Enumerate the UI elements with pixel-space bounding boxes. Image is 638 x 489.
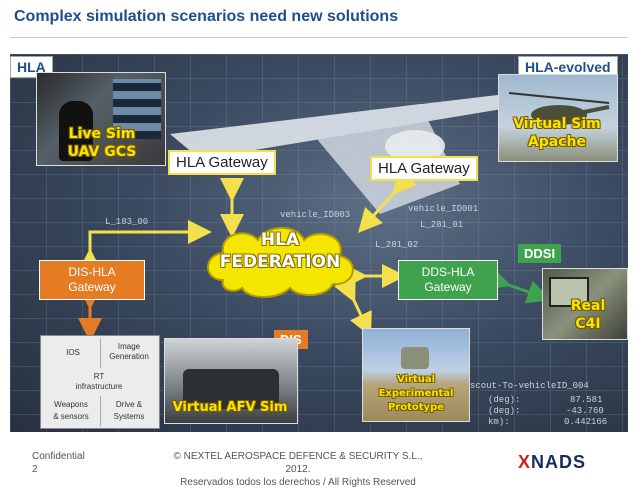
scenario-scene: vehicle_ID003 vehicle_ID001 L_281_01 L_2…: [10, 54, 628, 432]
footer-copyright: © NEXTEL AEROSPACE DEFENCE & SECURITY S.…: [173, 451, 423, 475]
virtual-exp-label-line2: Experimental: [378, 388, 454, 399]
dds-hla-gateway-line1: DDS-HLA: [421, 265, 475, 279]
arch-image-gen-line2: Generation: [109, 352, 149, 361]
dis-hla-gateway-line2: Gateway: [68, 280, 116, 294]
hud-vehicle-a: vehicle_ID003: [280, 210, 351, 220]
arrow-prototype: [334, 276, 372, 337]
title-rule: [10, 37, 628, 38]
dis-hla-gateway: DIS-HLA Gateway: [39, 260, 145, 300]
hud-km-val: 0.442166: [564, 417, 608, 427]
arrow-dis-gateway: [78, 220, 212, 272]
footer-left: Confidential 2: [32, 450, 85, 476]
hud-vehicle-b: vehicle_ID001: [408, 204, 479, 214]
virtual-exp-label-line3: Prototype: [387, 402, 445, 413]
hud-deg1-val: 87.581: [570, 395, 603, 405]
tag-ddsi: DDSI: [518, 244, 562, 263]
arch-weapons-line1: Weapons: [54, 400, 88, 409]
monitor-wall: [113, 79, 161, 139]
arch-rt-line2: infrastructure: [75, 382, 123, 391]
c4i-screen: [549, 277, 589, 307]
apache-photo: [498, 74, 618, 162]
hla-federation-cloud: [207, 227, 354, 298]
virtual-sim-label-line1: Virtual Sim: [513, 116, 601, 132]
footer-center: © NEXTEL AEROSPACE DEFENCE & SECURITY S.…: [168, 450, 428, 489]
hud-l281-01: L_281_01: [420, 220, 464, 230]
live-sim-label-line2: UAV GCS: [67, 144, 137, 160]
arrow-right-gateway: [357, 169, 417, 233]
hud-scout: scout-To-vehicleID_004: [470, 381, 589, 391]
hud-l281-02: L_281_02: [375, 240, 419, 250]
hud-deg1-label: (deg):: [488, 395, 521, 405]
hud-km-label: km):: [488, 417, 510, 427]
logo-x: X: [518, 452, 532, 472]
dds-hla-gateway-line2: Gateway: [424, 280, 472, 294]
footer-page-number: 2: [32, 464, 38, 475]
dds-hla-gateway: DDS-HLA Gateway: [398, 260, 498, 300]
arch-ios: IOS: [66, 348, 80, 357]
hla-gateway-right: HLA Gateway: [370, 156, 478, 181]
arch-weapons-line2: & sensors: [53, 412, 89, 421]
arch-drive-line2: Systems: [113, 412, 145, 421]
virtual-afv-label: Virtual AFV Sim: [172, 400, 288, 415]
operator-figure: [59, 101, 93, 161]
real-c4i-label-line1: Real: [570, 298, 606, 314]
virtual-sim-label-line2: Apache: [527, 134, 587, 150]
architecture-box: IOS Image Generation RT infrastructure W…: [40, 335, 160, 429]
prototype-radar: [401, 347, 429, 369]
federation-label-line2: FEDERATION: [219, 252, 341, 272]
slide-title: Complex simulation scenarios need new so…: [14, 8, 399, 25]
virtual-exp-label-line1: Virtual: [397, 374, 435, 385]
arch-image-gen-line1: Image: [117, 342, 141, 351]
company-logo: XNADS: [518, 452, 586, 473]
footer-confidential: Confidential: [32, 451, 85, 462]
live-sim-photo: [36, 72, 166, 166]
arch-drive-line1: Drive &: [115, 400, 143, 409]
live-sim-label-line1: Live Sim: [68, 126, 136, 142]
c4i-photo: [542, 268, 628, 340]
afv-photo: [164, 338, 298, 424]
prototype-photo: [362, 328, 470, 422]
arrow-c4i: [484, 266, 552, 304]
afv-cockpit: [183, 369, 279, 409]
real-c4i-label-line2: C4I: [575, 316, 601, 332]
hla-gateway-left: HLA Gateway: [168, 150, 276, 175]
tag-hla-evolved: HLA-evolved: [518, 56, 618, 78]
arch-divider-v: [100, 338, 101, 368]
helicopter-icon: [508, 92, 610, 125]
connection-arrows: [78, 169, 552, 342]
dis-hla-gateway-line1: DIS-HLA: [68, 265, 116, 279]
hud-deg2-label: (deg):: [488, 406, 521, 416]
federation-label-line1: HLA: [260, 230, 300, 250]
logo-text: NADS: [531, 452, 587, 472]
arch-divider-v2: [100, 396, 101, 426]
arch-rt-line1: RT: [93, 372, 105, 381]
hud-deg2-val: -43.760: [566, 406, 604, 416]
